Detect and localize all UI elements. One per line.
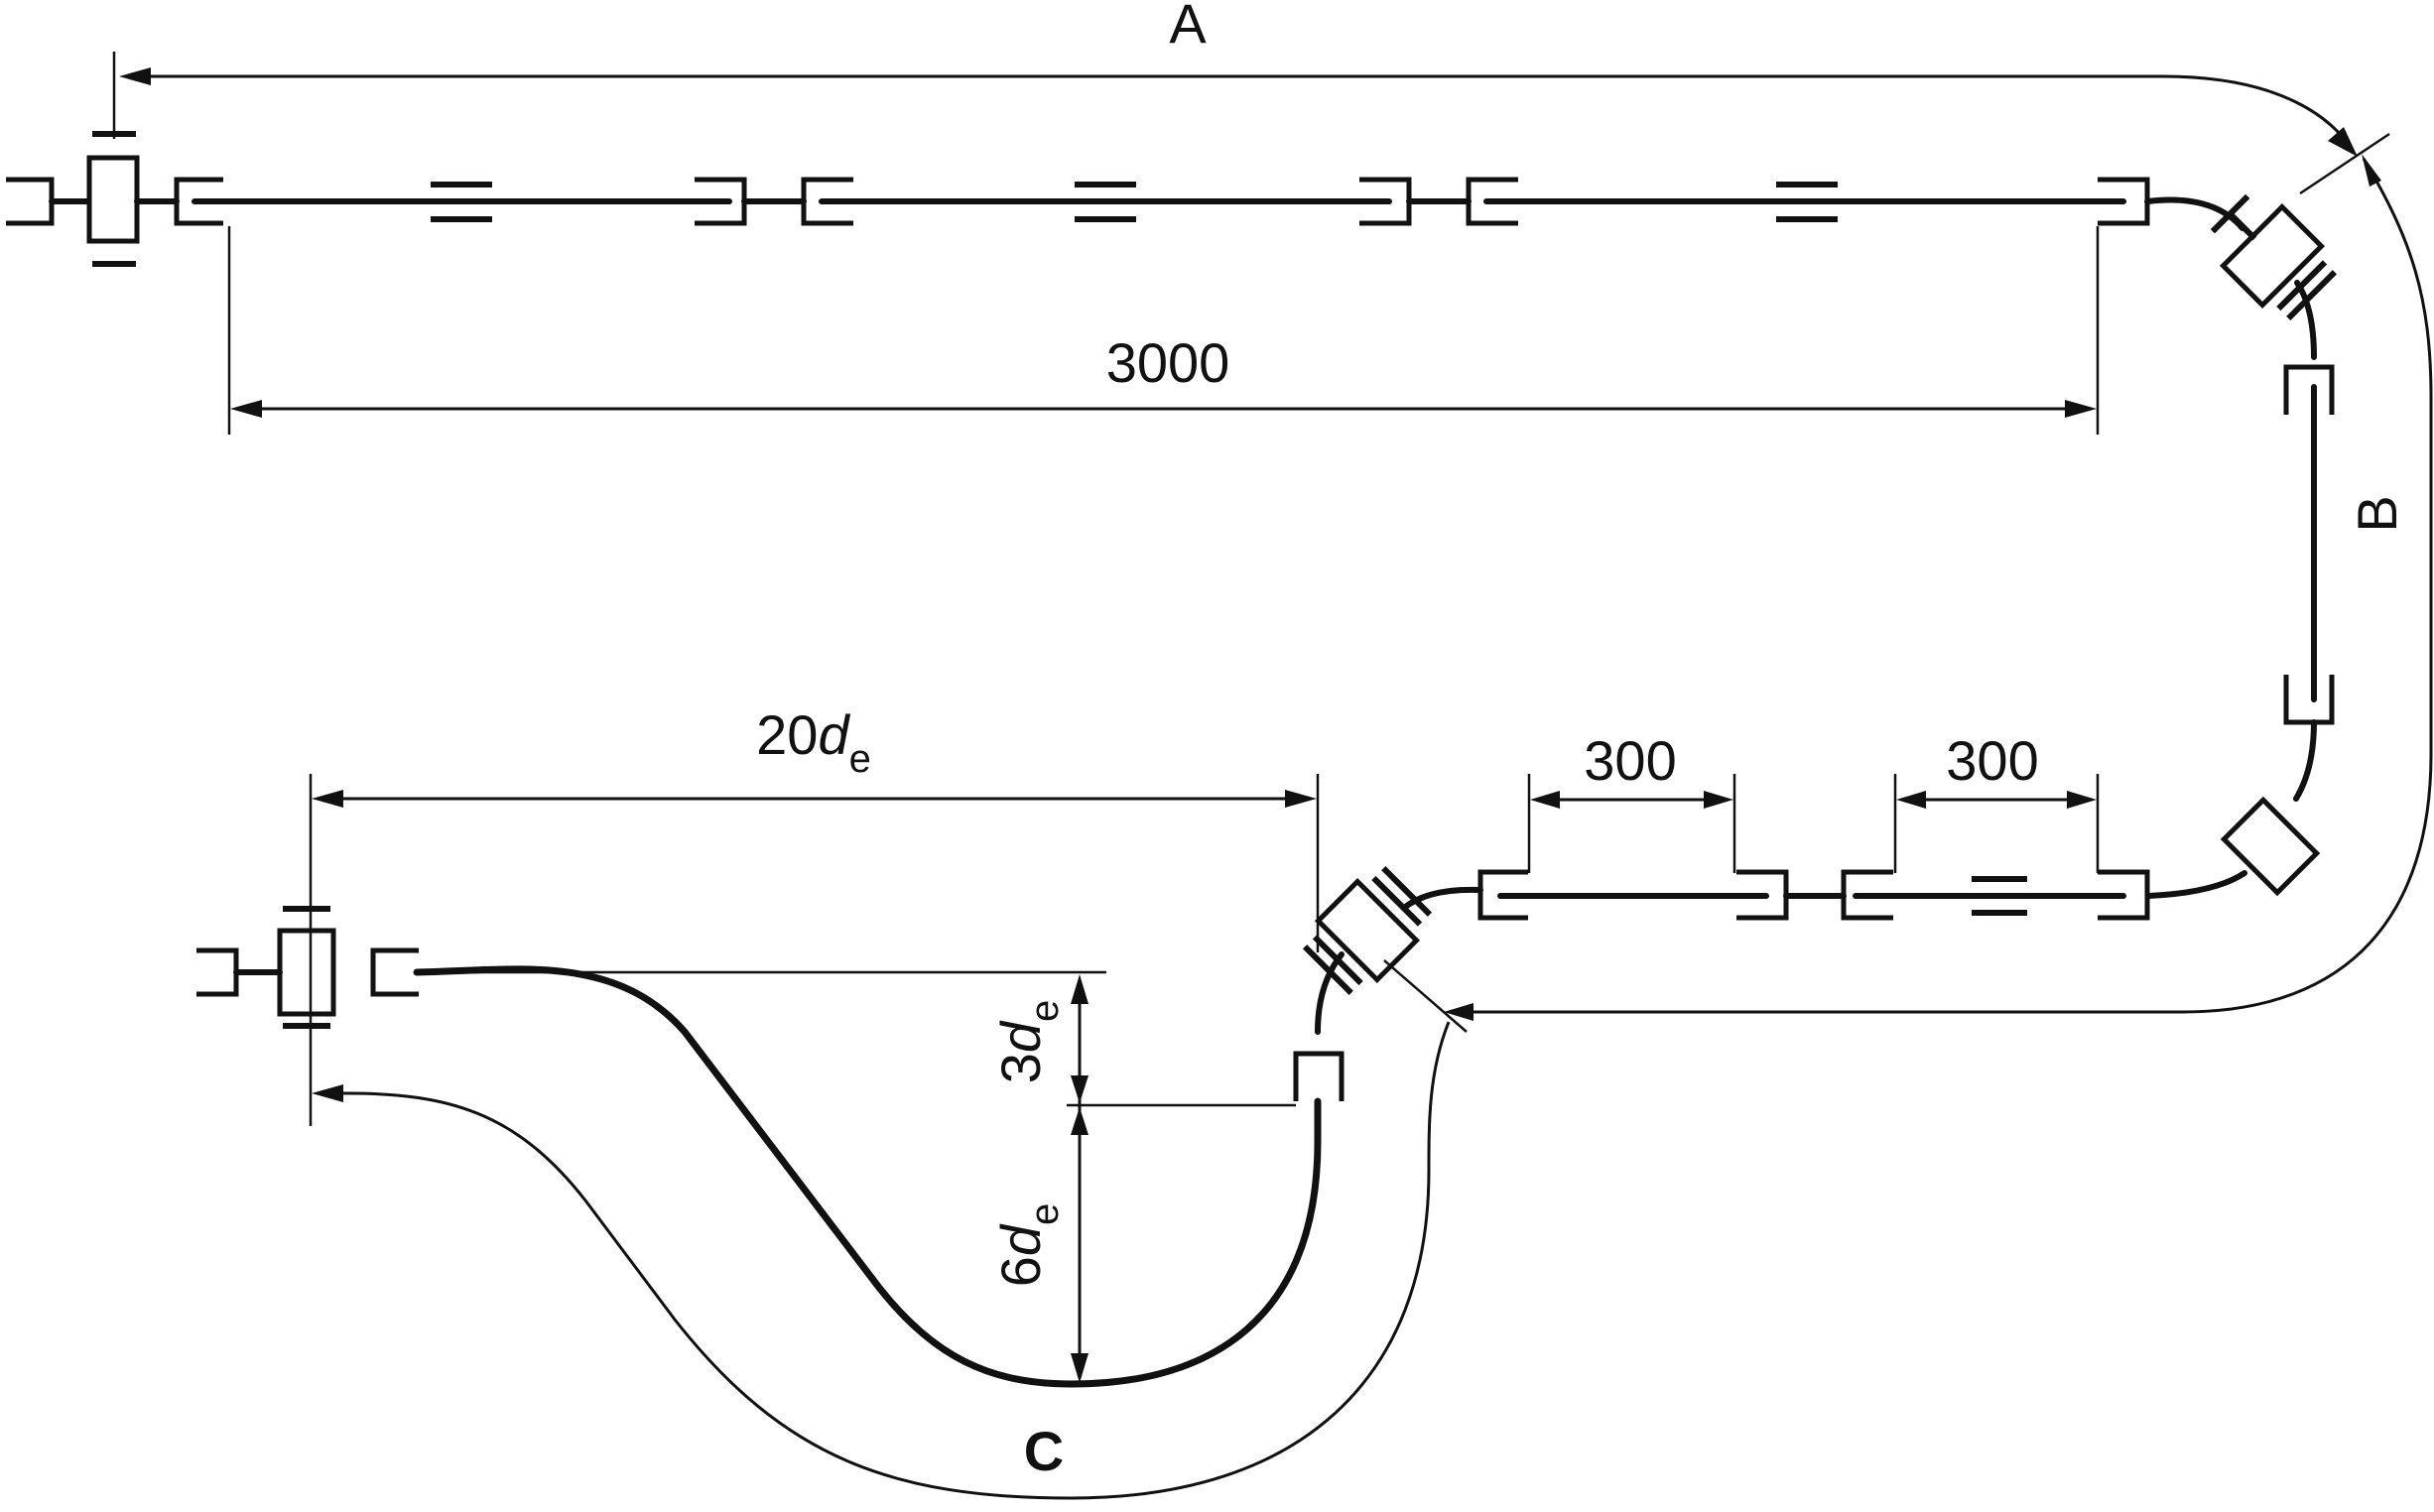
dimension-6de-label: 6de — [989, 1203, 1067, 1288]
dimension-c: C — [312, 959, 1468, 1500]
support-icon — [1972, 876, 2027, 916]
label-b: B — [2346, 495, 2408, 532]
elbow-pipe — [1315, 951, 1345, 1035]
dimension-3000-label: 3000 — [1106, 331, 1230, 394]
flange-icon — [1466, 177, 1518, 226]
dimension-300-left: 300 — [1527, 729, 1736, 873]
right-pipe-run — [2145, 193, 2338, 899]
label-c: C — [1024, 1420, 1064, 1482]
angled-valve-icon — [2220, 796, 2321, 897]
flange-icon — [174, 177, 223, 226]
top-pipe-run — [6, 131, 2245, 267]
elbow-pipe — [2145, 870, 2247, 899]
label-a: A — [1169, 0, 1207, 55]
dimension-300-label-right: 300 — [1946, 729, 2038, 792]
outlet-valve-icon — [277, 906, 336, 1029]
angled-valve-icon — [2210, 193, 2338, 321]
dimension-3000: 3000 — [227, 226, 2100, 435]
dimension-300-label-left: 300 — [1584, 729, 1676, 792]
flange-icon — [2283, 364, 2335, 415]
middle-pipe-run — [1293, 865, 2150, 1101]
dimension-b: B — [1444, 132, 2433, 1021]
support-icon — [431, 182, 492, 222]
dimension-3de-6de: 3de 6de — [419, 970, 1296, 1383]
left-end-stub — [6, 177, 55, 226]
flange-icon — [1736, 869, 1789, 921]
elbow-pipe — [2294, 280, 2317, 360]
dimension-300-right: 300 — [1893, 729, 2100, 873]
flange-icon — [801, 177, 853, 226]
s-bend-curve — [413, 965, 1322, 1388]
elbow-pipe — [2293, 719, 2317, 802]
flange-icon — [1477, 869, 1528, 921]
flange-icon — [2283, 675, 2335, 725]
dimension-a: A — [112, 0, 2358, 157]
right-end-stub — [196, 947, 239, 997]
flange-icon — [2098, 869, 2150, 921]
elbow-pipe — [1401, 886, 1483, 911]
inlet-valve-icon — [86, 131, 140, 267]
s-bend-pipe — [196, 906, 1322, 1388]
dimension-3de-label: 3de — [989, 1000, 1067, 1084]
flange-icon — [370, 947, 419, 997]
support-icon — [1776, 182, 1838, 222]
flange-icon — [1293, 1051, 1345, 1101]
support-icon — [1075, 182, 1136, 222]
angled-valve-icon — [1302, 865, 1433, 996]
dimension-20de: 20de — [309, 703, 1320, 1126]
dimension-20de-label: 20de — [756, 703, 871, 781]
